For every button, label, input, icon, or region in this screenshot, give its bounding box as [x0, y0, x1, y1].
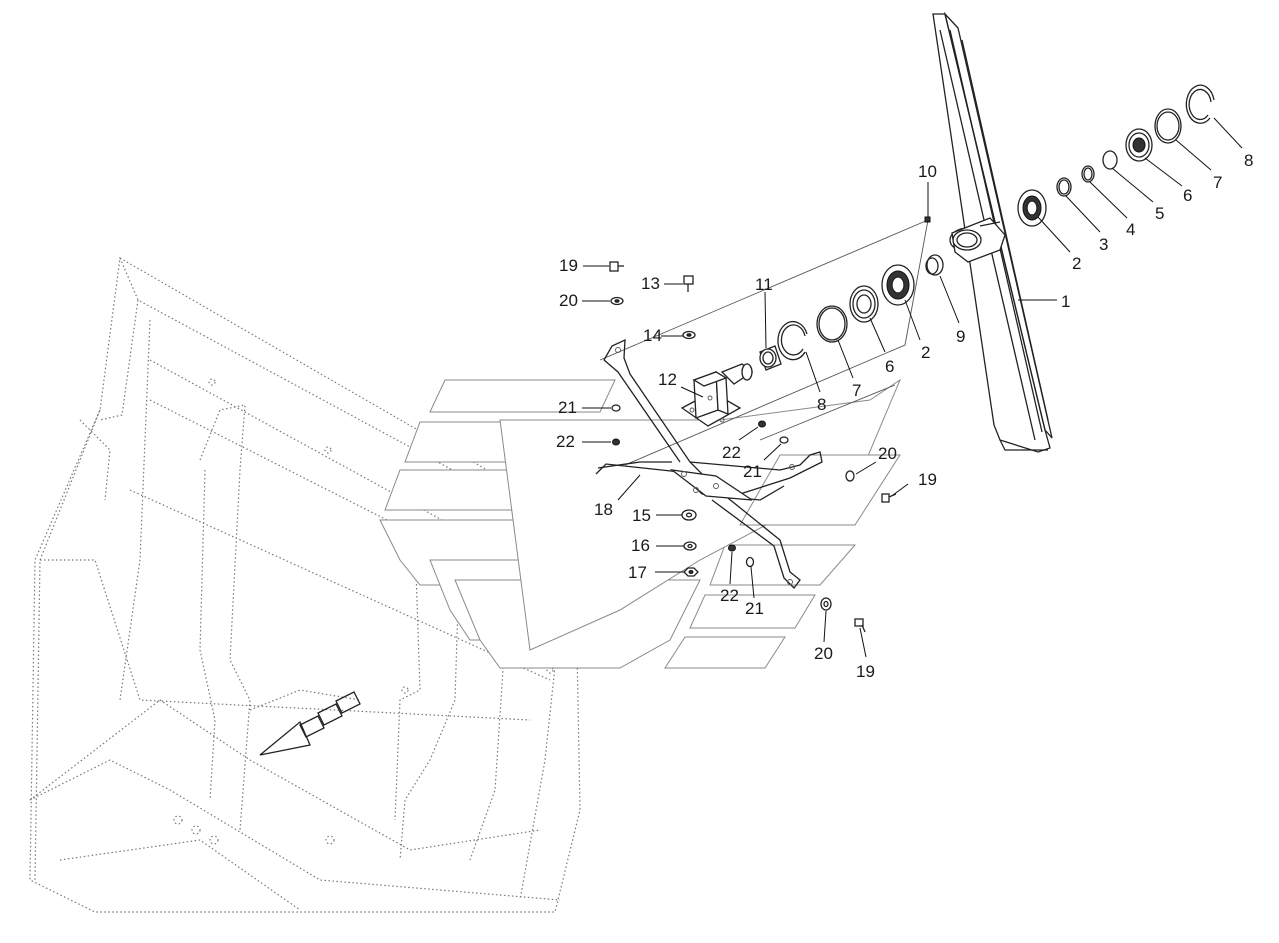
part-3-ring: [1056, 177, 1072, 197]
callout-19-bottom: 19: [856, 662, 875, 681]
callout-8-left: 8: [817, 395, 826, 414]
part-11-sleeve: [759, 345, 782, 371]
callout-labels: 1 2 3 4 5 6 7 8 9 2 6 7 8 10 11 12 13 14…: [556, 151, 1253, 681]
nut-17: [683, 567, 699, 577]
callout-20-right: 20: [878, 444, 897, 463]
callout-3: 3: [1099, 235, 1108, 254]
callout-14: 14: [643, 326, 662, 345]
watermark-logo: [379, 378, 902, 669]
washer-21-center: [779, 436, 789, 444]
callout-22-center: 22: [722, 443, 741, 462]
callout-16: 16: [631, 536, 650, 555]
bolt-13: [683, 275, 694, 292]
washer-20-right: [845, 470, 855, 482]
part-7-ring-right: [1154, 108, 1182, 144]
callout-15: 15: [632, 506, 651, 525]
callout-6-right: 6: [1183, 186, 1192, 205]
callout-10: 10: [918, 162, 937, 181]
nut-22-left: [612, 438, 620, 446]
washer-15: [681, 509, 697, 521]
callout-21-center: 21: [743, 462, 762, 481]
callout-18: 18: [594, 500, 613, 519]
part-8-circlip-right: [1185, 84, 1215, 124]
washer-20-top: [610, 296, 624, 306]
callout-2-right: 2: [1072, 254, 1081, 273]
callout-17: 17: [628, 563, 647, 582]
bolt-19-bottom: [854, 618, 866, 633]
part-6-seal-left: [849, 285, 879, 323]
callout-21-bottom: 21: [745, 599, 764, 618]
callout-9: 9: [956, 327, 965, 346]
part-1-rail-beam: [932, 11, 1053, 453]
part-8-circlip-left: [777, 321, 808, 361]
callout-11: 11: [755, 275, 773, 294]
part-12-shaft-bracket: [680, 363, 754, 427]
callout-22-left: 22: [556, 432, 575, 451]
callout-22-bottom: 22: [720, 586, 739, 605]
washer-14: [682, 330, 696, 340]
nut-22-center: [758, 420, 766, 428]
callout-4: 4: [1126, 220, 1135, 239]
washer-20-bottom: [820, 597, 832, 611]
washer-21-left: [611, 404, 621, 412]
part-18-cross-frame: [595, 338, 823, 589]
bolt-19-right: [881, 493, 897, 503]
callout-5: 5: [1155, 204, 1164, 223]
bolt-19-top: [609, 261, 624, 272]
callout-20-top: 20: [559, 291, 578, 310]
direction-arrow-icon: [259, 691, 361, 756]
part-2-bearing-right: [1017, 189, 1047, 227]
part-10-pin: [924, 216, 931, 223]
part-7-ring-left: [816, 305, 848, 343]
washer-21-bottom: [745, 556, 755, 568]
nut-22-bottom: [728, 544, 736, 552]
callout-7-right: 7: [1213, 173, 1222, 192]
washer-16: [683, 541, 697, 551]
part-9-bushing: [925, 254, 944, 276]
callout-8-right: 8: [1244, 151, 1253, 170]
part-5-washer: [1102, 150, 1118, 170]
callout-6-left: 6: [885, 357, 894, 376]
assembly-group-lines: [599, 219, 929, 466]
callout-1: 1: [1061, 292, 1070, 311]
callout-21-left: 21: [558, 398, 577, 417]
part-4-ring: [1081, 165, 1095, 183]
leader-lines: [582, 117, 1243, 658]
part-6-seal-right: [1125, 128, 1153, 162]
callout-2-left: 2: [921, 343, 930, 362]
callout-7-left: 7: [852, 381, 861, 400]
callout-12: 12: [658, 370, 677, 389]
callout-19-right: 19: [918, 470, 937, 489]
callout-13: 13: [641, 274, 660, 293]
callout-20-bottom: 20: [814, 644, 833, 663]
callout-19-top: 19: [559, 256, 578, 275]
part-2-bearing-left: [881, 264, 915, 306]
